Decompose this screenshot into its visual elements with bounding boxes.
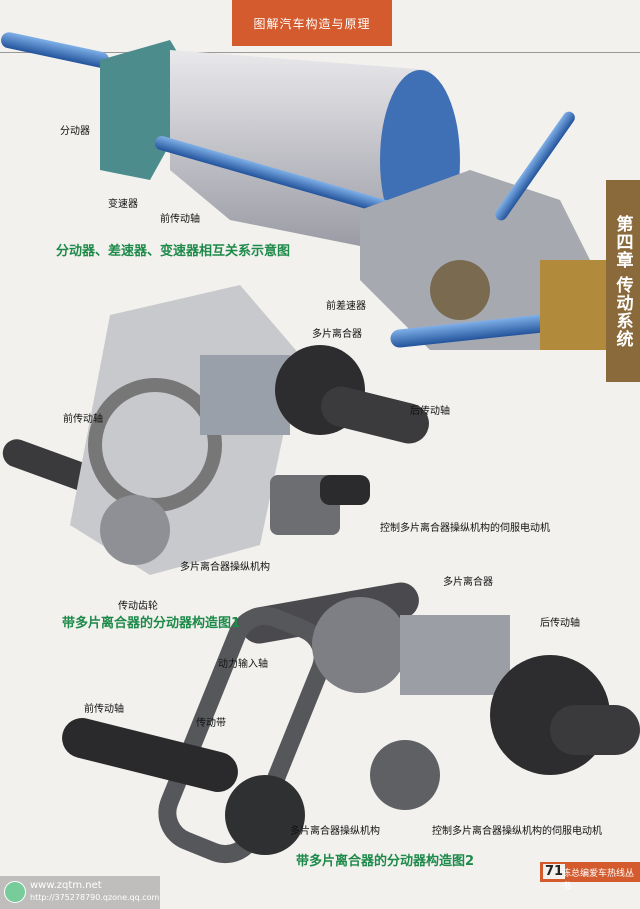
label-drive-belt: 传动带 xyxy=(196,718,226,729)
label-multi-plate-clutch-2: 多片离合器 xyxy=(443,577,493,588)
watermark-logo-icon xyxy=(4,881,26,903)
watermark-bar xyxy=(0,876,160,909)
chapter-label: 第四章 传动系统 xyxy=(612,214,633,348)
book-title: 图解汽车构造与原理 xyxy=(253,16,371,31)
label-clutch-mechanism: 多片离合器操纵机构 xyxy=(180,562,270,573)
label-front-drive-shaft-2: 前传动轴 xyxy=(63,414,103,425)
label-transfer-case: 分动器 xyxy=(60,126,90,137)
label-front-drive-shaft-3: 前传动轴 xyxy=(84,704,124,715)
label-rear-drive-shaft: 后传动轴 xyxy=(410,406,450,417)
figure3-caption: 带多片离合器的分动器构造图2 xyxy=(296,854,475,869)
label-gearbox: 变速器 xyxy=(108,199,138,210)
label-rear-drive-shaft-2: 后传动轴 xyxy=(540,618,580,629)
figure3-illustration xyxy=(62,582,640,864)
chapter-tab: 第四章 传动系统 xyxy=(606,180,640,382)
figure2-illustration xyxy=(2,285,429,575)
watermark-url: www.zqtm.net xyxy=(30,880,102,891)
label-servo-motor-2: 控制多片离合器操纵机构的伺服电动机 xyxy=(432,826,602,837)
book-title-tab: 图解汽车构造与原理 xyxy=(232,0,392,46)
series-name: 陈总编爱车热线丛书 xyxy=(562,869,635,892)
figure2-caption: 带多片离合器的分动器构造图1 xyxy=(62,616,241,631)
label-clutch-mechanism-2: 多片离合器操纵机构 xyxy=(290,826,380,837)
label-power-input-shaft: 动力输入轴 xyxy=(218,659,268,670)
label-front-drive-shaft: 前传动轴 xyxy=(160,214,200,225)
page-number: 71 xyxy=(543,864,566,879)
figure1-illustration xyxy=(1,32,606,350)
figure1-caption: 分动器、差速器、变速器相互关系示意图 xyxy=(56,244,291,259)
label-front-differential: 前差速器 xyxy=(326,301,366,312)
label-servo-motor: 控制多片离合器操纵机构的伺服电动机 xyxy=(380,523,550,534)
watermark-url-2: http://375278790.qzone.qq.com xyxy=(30,893,160,902)
label-multi-plate-clutch: 多片离合器 xyxy=(312,329,362,340)
label-drive-gear: 传动齿轮 xyxy=(118,601,158,612)
header-divider xyxy=(0,52,640,53)
